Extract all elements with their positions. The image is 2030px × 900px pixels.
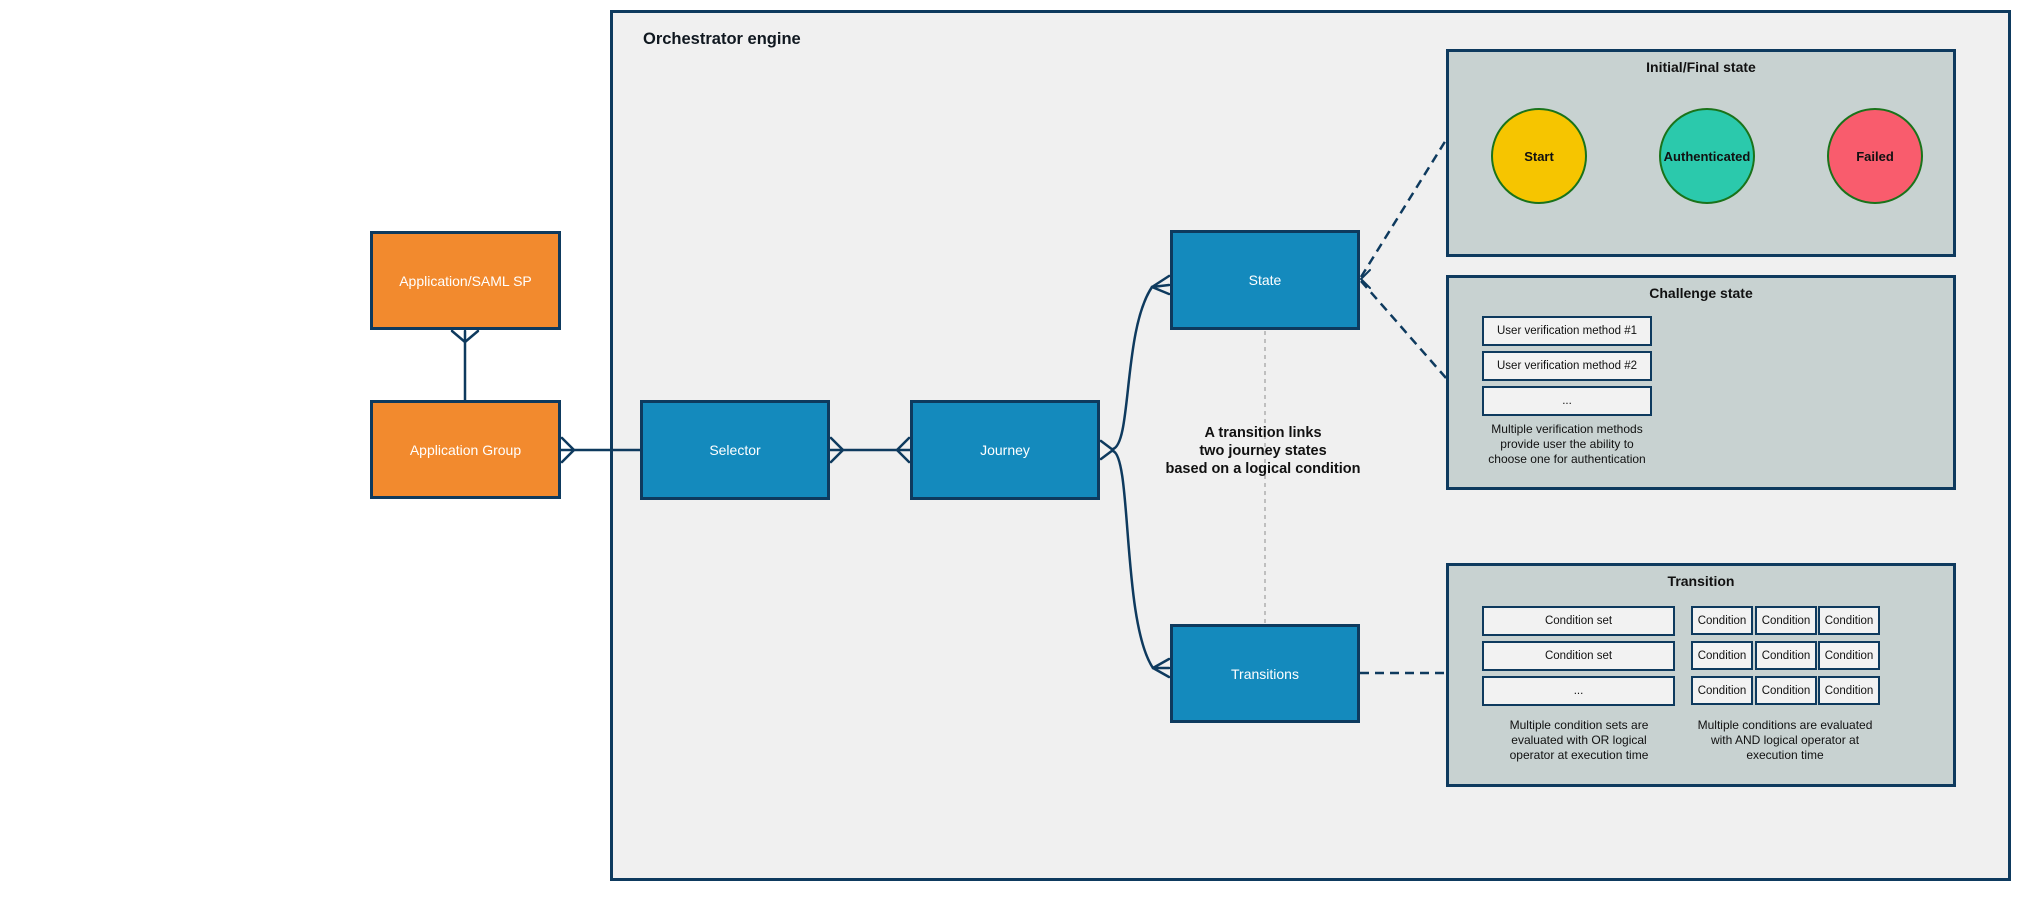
condition-cell: Condition xyxy=(1755,676,1817,705)
challenge-caption: Multiple verification methods provide us… xyxy=(1488,422,1646,466)
node-application-group: Application Group xyxy=(370,400,561,499)
condition-cell: Condition xyxy=(1755,606,1817,635)
condition-set-item: Condition set xyxy=(1482,641,1675,671)
condition-cell: Condition xyxy=(1818,641,1880,670)
condition-cell: Condition xyxy=(1818,676,1880,705)
transition-annotation: A transition links two journey states ba… xyxy=(1165,425,1361,477)
node-application-saml-sp: Application/SAML SP xyxy=(370,231,561,330)
crowfoot-appgroup xyxy=(560,436,576,464)
crowfoot-appsaml xyxy=(450,329,480,344)
condition-cell: Condition xyxy=(1755,641,1817,670)
panel-transition-title: Transition xyxy=(1667,573,1735,589)
node-state: State xyxy=(1170,230,1360,330)
verification-method-item: ... xyxy=(1482,386,1652,416)
state-circle-failed: Failed xyxy=(1827,108,1923,204)
panel-initial-final-state: Initial/Final state Start Authenticated … xyxy=(1446,49,1956,257)
verification-method-item: User verification method #1 xyxy=(1482,316,1652,346)
condition-cell: Condition xyxy=(1818,606,1880,635)
verification-method-item: User verification method #2 xyxy=(1482,351,1652,381)
node-transitions: Transitions xyxy=(1170,624,1360,723)
condition-cell: Condition xyxy=(1691,641,1753,670)
panel-initial-final-title: Initial/Final state xyxy=(1646,59,1756,75)
condition-set-item: ... xyxy=(1482,676,1675,706)
or-caption: Multiple condition sets are evaluated wi… xyxy=(1509,718,1649,762)
condition-set-item: Condition set xyxy=(1482,606,1675,636)
state-circle-authenticated: Authenticated xyxy=(1659,108,1755,204)
panel-transition: Transition Condition set Condition set .… xyxy=(1446,563,1956,787)
node-selector: Selector xyxy=(640,400,830,500)
condition-cell: Condition xyxy=(1691,606,1753,635)
node-journey: Journey xyxy=(910,400,1100,500)
state-circle-start: Start xyxy=(1491,108,1587,204)
panel-challenge-state: Challenge state User verification method… xyxy=(1446,275,1956,490)
condition-cell: Condition xyxy=(1691,676,1753,705)
orchestrator-engine-title: Orchestrator engine xyxy=(643,30,801,48)
panel-challenge-title: Challenge state xyxy=(1649,285,1753,301)
and-caption: Multiple conditions are evaluated with A… xyxy=(1697,718,1873,762)
